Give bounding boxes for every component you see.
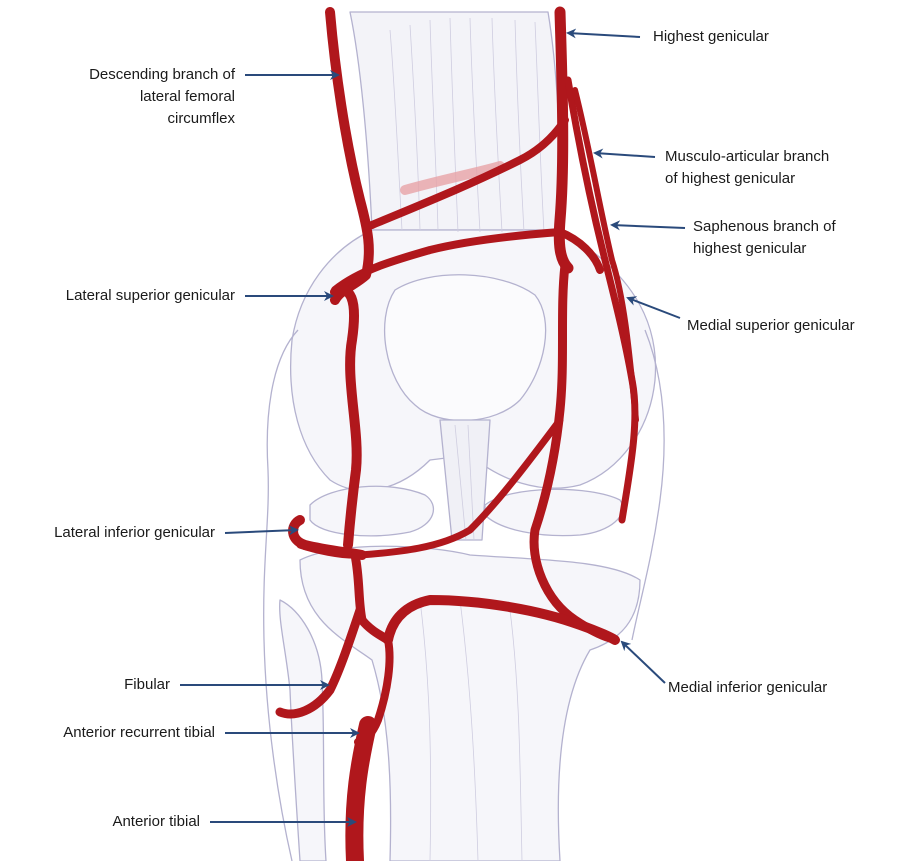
label-lateral-superior: Lateral superior genicular	[10, 285, 235, 307]
label-musculo-articular-line1: Musculo-articular branch	[665, 146, 829, 168]
label-musculo-articular-line2: of highest genicular	[665, 168, 829, 190]
label-musculo-articular: Musculo-articular branch of highest geni…	[665, 146, 829, 190]
label-descending-branch: Descending branch of lateral femoral cir…	[20, 64, 235, 130]
label-descending-branch-line2: lateral femoral	[20, 86, 235, 108]
label-lateral-inferior: Lateral inferior genicular	[5, 522, 215, 544]
label-fibular: Fibular	[60, 674, 170, 696]
label-saphenous-branch-line1: Saphenous branch of	[693, 216, 836, 238]
arrow-saphenous-branch	[612, 225, 685, 228]
lateral-meniscus	[310, 486, 433, 536]
label-descending-branch-line3: circumflex	[20, 108, 235, 130]
label-saphenous-branch-line2: highest genicular	[693, 238, 836, 260]
arrow-medial-inferior	[622, 642, 665, 683]
medial-meniscus	[485, 489, 623, 535]
lateral-outline	[264, 330, 298, 861]
arrow-highest-genicular	[568, 33, 640, 37]
label-highest-genicular: Highest genicular	[653, 26, 769, 48]
anterior-tibial-vessel	[354, 725, 368, 861]
label-medial-superior: Medial superior genicular	[687, 315, 855, 337]
label-anterior-tibial: Anterior tibial	[40, 811, 200, 833]
arrow-lateral-inferior	[225, 530, 297, 533]
label-saphenous-branch: Saphenous branch of highest genicular	[693, 216, 836, 260]
femur-shaft	[350, 12, 560, 230]
arrow-musculo-articular	[595, 153, 655, 157]
patella	[385, 275, 546, 421]
label-descending-branch-line1: Descending branch of	[20, 64, 235, 86]
label-medial-inferior: Medial inferior genicular	[668, 677, 827, 699]
label-anterior-recurrent-tibial: Anterior recurrent tibial	[5, 722, 215, 744]
